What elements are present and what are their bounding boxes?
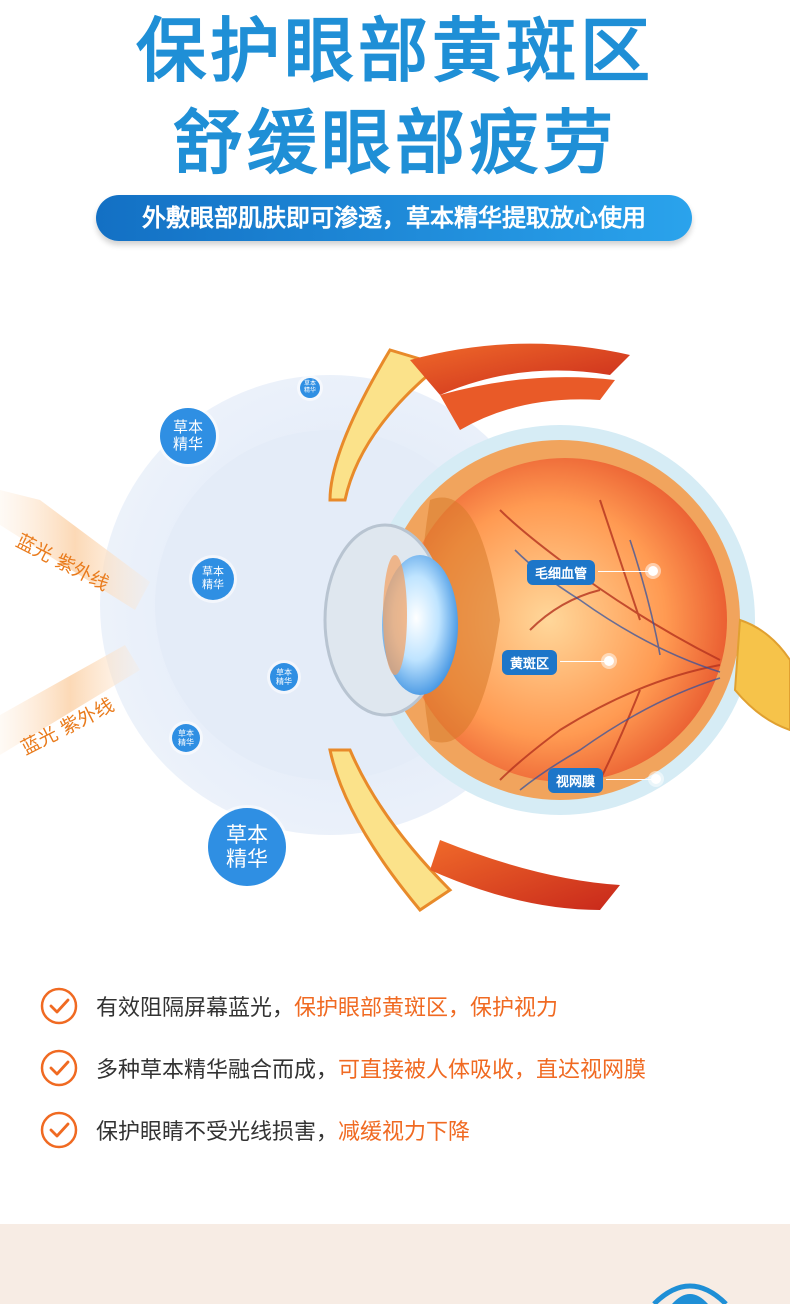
benefit-item: 多种草本精华融合而成，可直接被人体吸收，直达视网膜 [40,1037,760,1099]
callout-dot-retina [651,774,661,784]
herbal-badge-5: 草本精华 [172,724,200,752]
herbal-badge-1: 草本精华 [300,378,320,398]
callout-retina: 视网膜 [548,768,604,793]
benefit-text: 保护眼睛不受光线损害， [96,1120,339,1145]
callout-dot-capillaries [648,566,658,576]
subtitle-pill: 外敷眼部肌肤即可渗透，草本精华提取放心使用 [96,195,692,241]
herbal-badge-4: 草本精华 [270,663,298,691]
footer-section [0,1224,790,1304]
callout-macula: 黄斑区 [502,650,558,675]
herbal-badge-2: 草本精华 [160,408,216,464]
benefit-item: 保护眼睛不受光线损害，减缓视力下降 [40,1099,760,1161]
benefit-text: 有效阻隔屏幕蓝光， [96,996,295,1021]
check-circle-icon [40,987,78,1025]
page-title-line1: 保护眼部黄斑区 [136,10,654,92]
benefits-list: 有效阻隔屏幕蓝光，保护眼部黄斑区，保护视力 多种草本精华融合而成，可直接被人体吸… [40,975,760,1161]
page-title-line2: 舒缓眼部疲劳 [173,102,617,184]
benefit-highlight: 保护眼部黄斑区，保护视力 [294,996,559,1021]
eye-icon [652,1283,728,1304]
callout-capillaries: 毛细血管 [527,560,596,585]
benefit-highlight: 可直接被人体吸收，直达视网膜 [338,1058,647,1083]
benefit-highlight: 减缓视力下降 [338,1120,471,1145]
callout-dot-macula [604,656,614,666]
herbal-badge-6: 草本精华 [208,808,286,886]
callout-line-retina [606,779,652,780]
check-circle-icon [40,1049,78,1087]
benefit-text: 多种草本精华融合而成， [96,1058,339,1083]
check-circle-icon [40,1111,78,1149]
eye-illustration [0,343,790,912]
callout-line-macula [560,661,606,662]
herbal-badge-3: 草本精华 [192,558,234,600]
benefit-item: 有效阻隔屏幕蓝光，保护眼部黄斑区，保护视力 [40,975,760,1037]
callout-line-capillaries [598,571,650,572]
